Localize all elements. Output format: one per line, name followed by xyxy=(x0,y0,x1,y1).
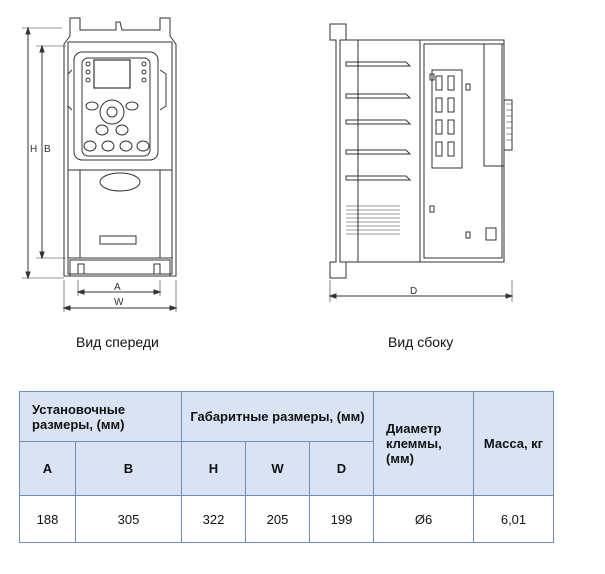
cell-b: 305 xyxy=(75,495,182,543)
front-view-caption: Вид спереди xyxy=(76,334,159,350)
cell-a: 188 xyxy=(19,495,76,543)
cell-h: 322 xyxy=(181,495,246,543)
cell-w: 205 xyxy=(245,495,310,543)
side-view-drawing xyxy=(328,23,514,302)
table-row: 188 305 322 205 199 Ø6 6,01 xyxy=(19,495,554,543)
dim-label-a: A xyxy=(114,282,121,293)
cell-mass: 6,01 xyxy=(473,495,554,543)
header-terminal-diameter: Диаметр клеммы, (мм) xyxy=(373,391,474,496)
dimensions-table: Установочные размеры, (мм) Габаритные ра… xyxy=(19,391,554,543)
cell-terminal: Ø6 xyxy=(373,495,474,543)
subheader-w: W xyxy=(245,441,310,496)
subheader-b: B xyxy=(75,441,182,496)
dim-label-h: H xyxy=(30,144,37,155)
cell-d: 199 xyxy=(309,495,374,543)
header-overall-dimensions: Габаритные размеры, (мм) xyxy=(181,391,374,442)
dim-label-w: W xyxy=(114,297,124,308)
dim-label-b: B xyxy=(44,144,51,155)
technical-drawing: H B A W D xyxy=(22,17,514,312)
side-view-caption: Вид сбоку xyxy=(388,334,454,350)
header-mounting-dimensions: Установочные размеры, (мм) xyxy=(19,391,182,442)
subheader-d: D xyxy=(309,441,374,496)
dim-label-d: D xyxy=(410,286,417,297)
subheader-a: A xyxy=(19,441,76,496)
front-view-drawing xyxy=(22,17,178,312)
header-mass: Масса, кг xyxy=(473,391,554,496)
subheader-h: H xyxy=(181,441,246,496)
